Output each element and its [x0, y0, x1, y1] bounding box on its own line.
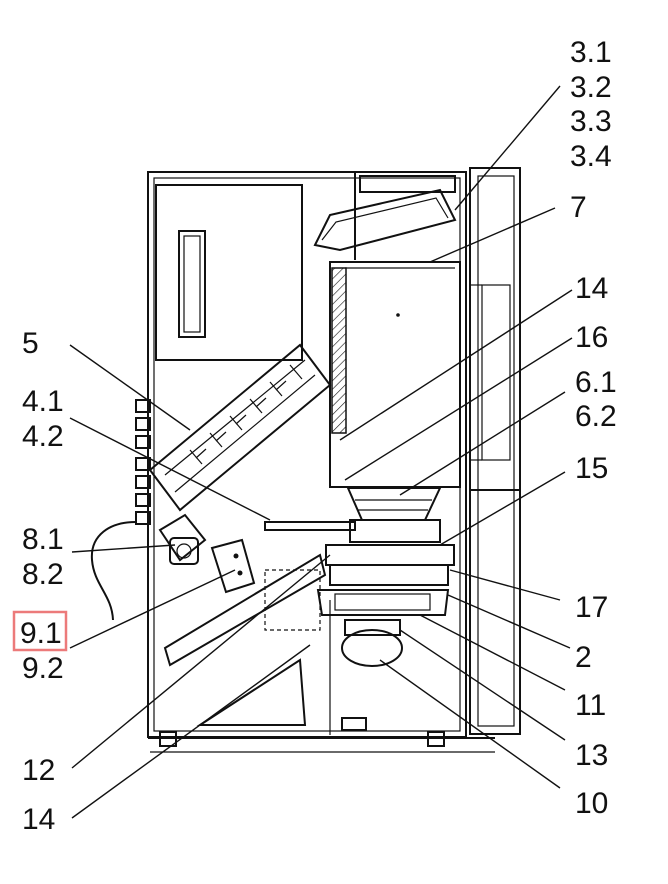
callout-8-2: 8.2 [22, 558, 64, 591]
auger-tube [148, 343, 332, 512]
flue-duct [313, 188, 457, 252]
ash-drawer [325, 544, 455, 566]
callout-16: 16 [575, 321, 608, 354]
callout-9-1[interactable]: 9.1 [20, 617, 62, 650]
feet [159, 731, 445, 747]
bracket [210, 538, 256, 594]
door-glass [481, 284, 511, 461]
lower-cutout [196, 658, 307, 726]
callout-5: 5 [22, 327, 39, 360]
burn-pot [346, 487, 442, 521]
callout-6-2: 6.2 [575, 400, 617, 433]
callout-15: 15 [575, 452, 608, 485]
callout-14-top: 14 [575, 272, 608, 305]
fan-housing [316, 589, 450, 616]
callout-8-1: 8.1 [22, 523, 64, 556]
callout-3-4: 3.4 [570, 140, 612, 173]
callout-3-2: 3.2 [570, 71, 612, 104]
callout-3-3: 3.3 [570, 105, 612, 138]
callout-12: 12 [22, 754, 55, 787]
power-cable [90, 521, 137, 621]
callout-10: 10 [575, 787, 608, 820]
vent-slot [178, 230, 206, 338]
leader-lines [69, 85, 573, 819]
top-left-panel [155, 184, 303, 361]
stove-drawing [90, 167, 521, 753]
callout-14-bottom: 14 [22, 803, 55, 836]
hidden-box [264, 569, 321, 631]
callout-11: 11 [575, 689, 606, 722]
callout-4-1: 4.1 [22, 385, 64, 418]
side-connectors [135, 399, 151, 525]
auger-coils [189, 364, 303, 465]
callout-7: 7 [570, 191, 587, 224]
callout-6-1: 6.1 [575, 366, 617, 399]
callout-labels: 3.1 3.2 3.3 3.4 7 14 16 6.1 6.2 15 17 2 … [12, 36, 617, 836]
callout-3-1: 3.1 [570, 36, 612, 69]
left-housing [147, 171, 467, 738]
callout-9-2: 9.2 [22, 652, 64, 685]
motor-unit [158, 513, 207, 565]
igniter [264, 521, 356, 531]
callout-17: 17 [575, 591, 608, 624]
lower-plate [163, 553, 327, 667]
callout-2: 2 [575, 641, 592, 674]
fan-motor [341, 629, 403, 667]
callout-13: 13 [575, 739, 608, 772]
callout-4-2: 4.2 [22, 420, 64, 453]
highlight-box-9-1 [12, 610, 68, 652]
